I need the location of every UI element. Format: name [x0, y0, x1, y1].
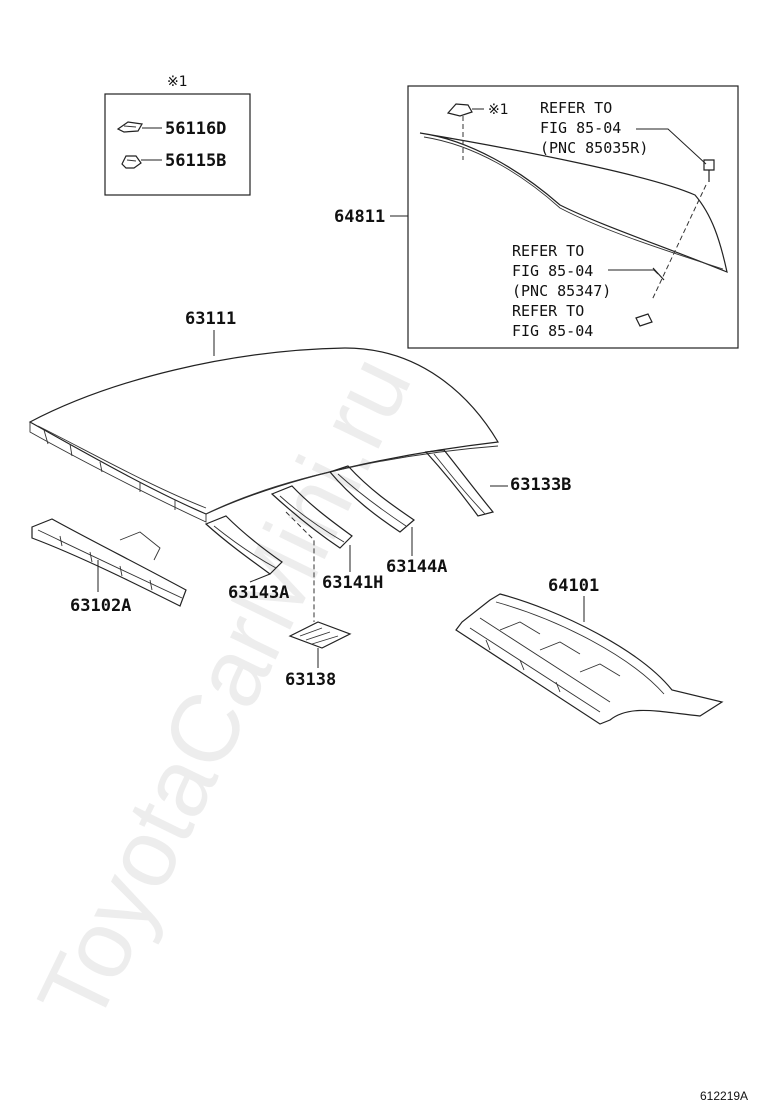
roof-bow-2: [270, 485, 353, 549]
ref1-leader: [636, 128, 707, 165]
ref2-line1: REFER TO: [512, 242, 584, 260]
part-63102a-label: 63102A: [70, 596, 131, 616]
part-63111-label: 63111: [185, 309, 236, 329]
figure-id: 612219A: [700, 1089, 748, 1103]
part-63143a-leader: [249, 573, 271, 583]
ref1-line1: REFER TO: [540, 99, 612, 117]
part-63144a-label: 63144A: [386, 557, 447, 577]
part-56116d-label: 56116D: [165, 119, 226, 139]
front-header-panel: [31, 518, 187, 607]
package-tray-panel: [455, 593, 724, 725]
ref3-line2: FIG 85-04: [512, 322, 593, 340]
roof-panel: [28, 347, 499, 523]
watermark: ToyotaCarMini.ru: [18, 340, 432, 1039]
roof-bow-3: [328, 465, 415, 533]
part-63141h-label: 63141H: [322, 573, 383, 593]
glass-bolt-dash: [651, 184, 707, 301]
clip-56115b-icon: [121, 155, 142, 169]
clip-56116d-icon: [116, 121, 143, 133]
clip-box: [104, 93, 251, 196]
ref1-line2: FIG 85-04: [540, 119, 621, 137]
part-63143a-label: 63143A: [228, 583, 289, 603]
ref1-line3: (PNC 85035R): [540, 139, 648, 157]
glass-bolt-icon: [703, 159, 715, 182]
ref3-line1: REFER TO: [512, 302, 584, 320]
part-63133b-label: 63133B: [510, 475, 571, 495]
clip-note-mark: ※1: [167, 74, 188, 90]
glass-pin-icon: [652, 267, 665, 281]
ref2-leader: [608, 269, 659, 275]
roof-bow-1: [204, 515, 283, 575]
glass-note-mark: ※1: [488, 102, 509, 118]
back-glass: [419, 132, 728, 273]
part-64811-label: 64811: [334, 207, 385, 227]
glass-stopper-icon: [635, 313, 653, 327]
part-63138-label: 63138: [285, 670, 336, 690]
ref2-line2: FIG 85-04: [512, 262, 593, 280]
part-64101-label: 64101: [548, 576, 599, 596]
part-56115b-label: 56115B: [165, 151, 226, 171]
glass-clip-icon: [446, 103, 473, 117]
rear-rail: [424, 449, 495, 517]
ref2-line3: (PNC 85347): [512, 282, 611, 300]
glass-box: [407, 85, 739, 349]
roof-reinforcement: [288, 621, 352, 649]
